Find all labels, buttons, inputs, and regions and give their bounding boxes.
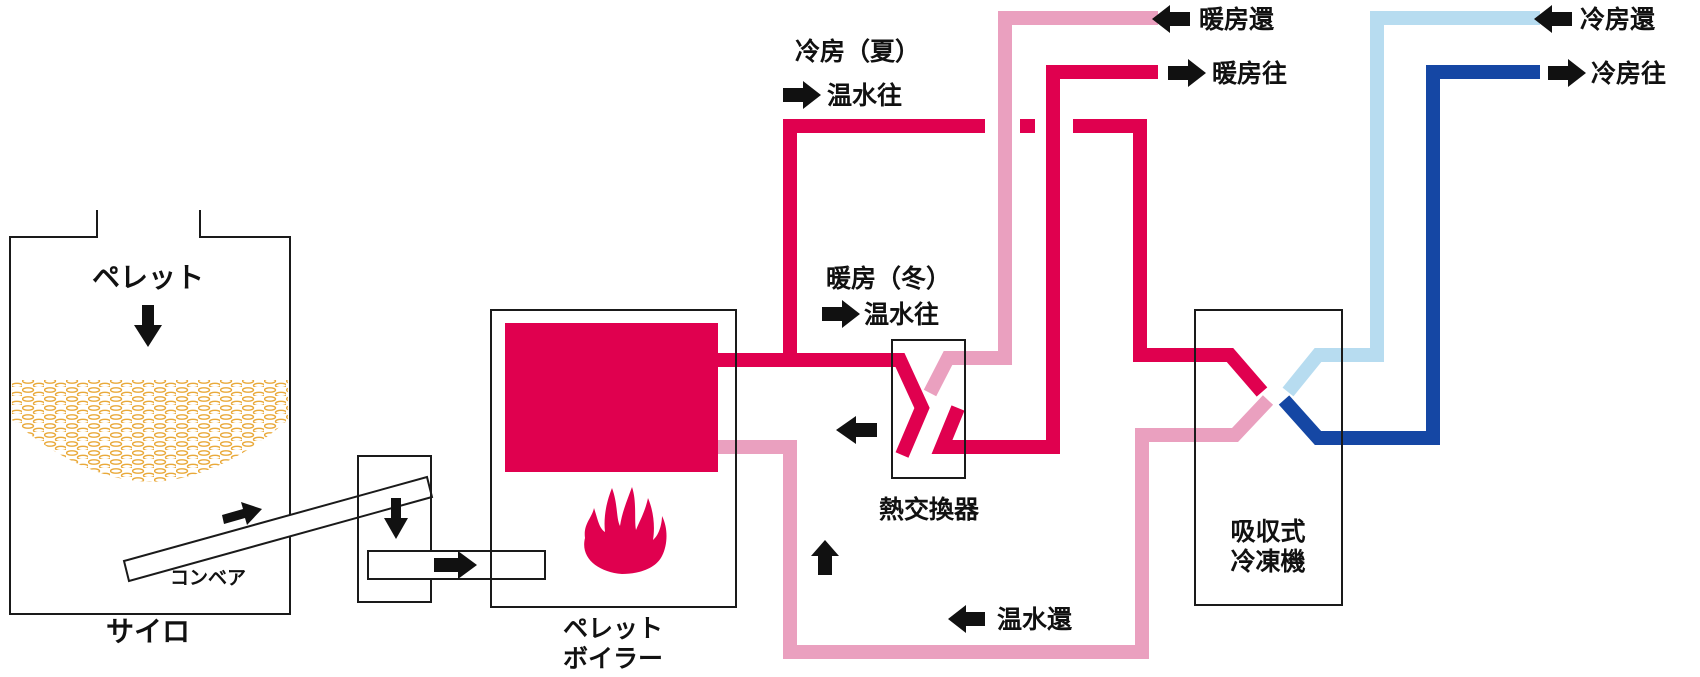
- heat-exchanger: 熱交換器: [879, 339, 980, 524]
- chiller-label-line2: 冷凍機: [1230, 547, 1305, 576]
- summer-label-line2: 温水往: [827, 81, 902, 110]
- heating-supply-label: 暖房往: [1212, 59, 1287, 88]
- heating-return-pipe: [923, 11, 1158, 397]
- pellet-boiler: ペレット ボイラー: [490, 309, 737, 673]
- heat-exchanger-box: [891, 339, 966, 479]
- cooling-supply-pipe: [1278, 65, 1540, 445]
- summer-hot-water-supply-pipe-a: [783, 119, 985, 360]
- boiler-housing: [490, 309, 737, 608]
- hot-water-return-label: 温水還: [997, 605, 1073, 634]
- down-arrow-icon: [384, 498, 408, 539]
- feeder-box: [357, 455, 432, 603]
- chiller-box: [1194, 309, 1343, 606]
- winter-label-line2: 温水往: [864, 300, 939, 329]
- cooling-return-pipe: [1282, 11, 1540, 397]
- heating-supply-pipe: [931, 65, 1158, 454]
- right-arrow-icon: [222, 502, 262, 525]
- right-arrow-icon: [434, 551, 477, 579]
- silo-label: サイロ: [106, 615, 190, 648]
- boiler-label-line1: ペレット: [563, 614, 663, 643]
- pellet-heap: [12, 380, 288, 482]
- down-arrow-icon: [134, 305, 162, 347]
- left-arrow-icon: [1534, 5, 1572, 33]
- summer-label-line1: 冷房（夏）: [795, 37, 920, 66]
- right-arrow-icon: [783, 81, 821, 109]
- up-arrow-icon: [811, 540, 839, 575]
- chiller-label-line1: 吸収式: [1230, 517, 1305, 546]
- hot-water-return-pipe: [718, 395, 1274, 659]
- left-arrow-icon: [948, 605, 985, 633]
- left-arrow-icon: [836, 416, 877, 444]
- right-arrow-icon: [1168, 59, 1206, 87]
- heating-return-label: 暖房還: [1199, 5, 1275, 34]
- cooling-supply-label: 冷房往: [1591, 59, 1666, 88]
- winter-hot-water-supply-pipe: [718, 353, 930, 458]
- winter-label-line1: 暖房（冬）: [826, 264, 951, 293]
- heat-exchanger-label: 熱交換器: [879, 495, 980, 524]
- right-arrow-icon: [822, 300, 860, 328]
- cooling-return-label: 冷房還: [1580, 5, 1656, 34]
- left-arrow-icon: [1152, 5, 1190, 33]
- boiler-label-line2: ボイラー: [563, 644, 663, 673]
- absorption-chiller: 吸収式 冷凍機: [1194, 309, 1343, 606]
- feeder-unit: [357, 455, 546, 603]
- pellet-label: ペレット: [92, 261, 204, 294]
- silo-outline: [9, 210, 291, 615]
- silo: ペレット コンベア サイロ: [9, 210, 434, 648]
- right-arrow-icon: [1548, 59, 1586, 87]
- boiler-water-tank: [505, 323, 718, 472]
- conveyor-label: コンベア: [170, 567, 246, 589]
- summer-hot-water-supply-pipe-c: [1073, 119, 1268, 397]
- flame-icon: [584, 487, 667, 574]
